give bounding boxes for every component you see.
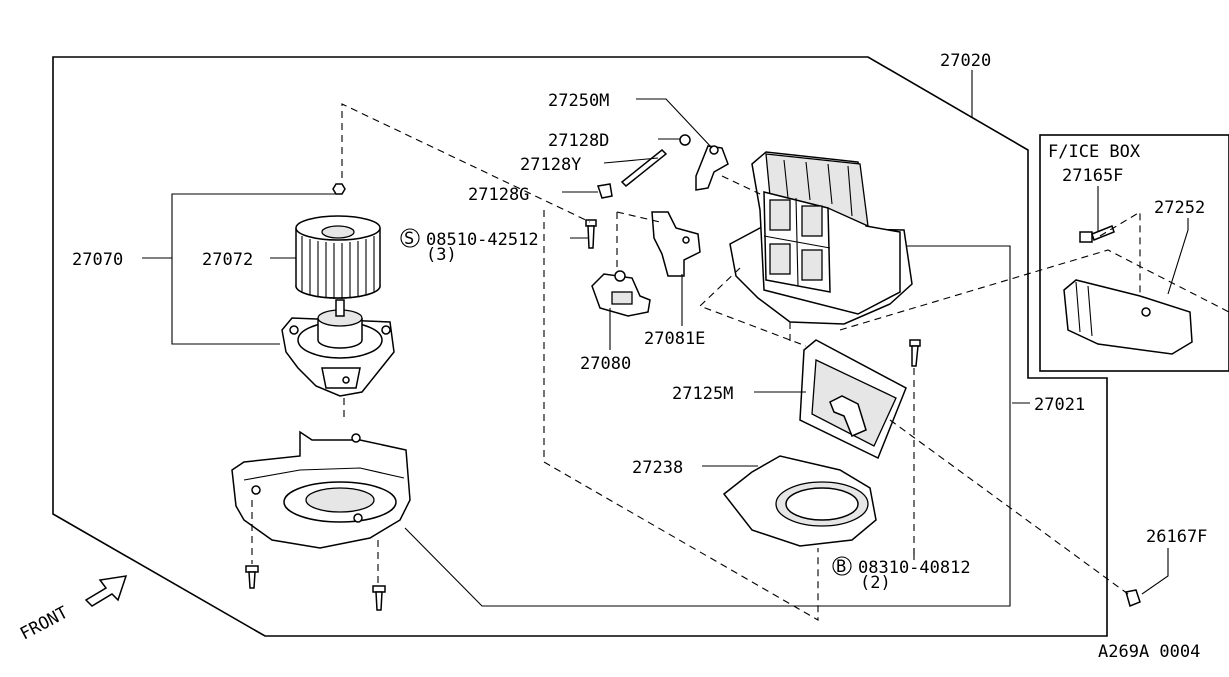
callout-27072: 27072 bbox=[202, 250, 253, 270]
callout-27021: 27021 bbox=[1034, 395, 1085, 415]
callout-08310: 08310-40812 bbox=[858, 558, 971, 578]
callout-08310-prefix: B bbox=[836, 557, 846, 577]
figure-code: A269A 0004 bbox=[1098, 642, 1200, 662]
callout-27250m: 27250M bbox=[548, 91, 609, 111]
inset-duct bbox=[1063, 279, 1193, 355]
screw-08510 bbox=[585, 219, 597, 249]
screw-08310 bbox=[909, 339, 921, 367]
leader-27128y bbox=[603, 157, 659, 164]
unit-frame bbox=[404, 245, 1011, 607]
dash-bracket bbox=[616, 211, 661, 223]
callout-08510: 08510-42512 bbox=[426, 230, 539, 250]
intake-unit bbox=[729, 151, 913, 325]
dash-clip-26167f bbox=[889, 419, 1129, 595]
callout-27020: 27020 bbox=[940, 51, 991, 71]
clip-g bbox=[597, 183, 613, 199]
front-arrow bbox=[84, 575, 128, 607]
dash-filter-box bbox=[698, 267, 807, 347]
actuator bbox=[591, 270, 651, 317]
callout-27081e: 27081E bbox=[644, 329, 705, 349]
rod bbox=[620, 148, 668, 188]
screw-right bbox=[372, 585, 386, 611]
bracket bbox=[651, 211, 701, 277]
inset-title: F/ICE BOX bbox=[1048, 142, 1141, 162]
leader-27070 bbox=[142, 193, 336, 259]
clip bbox=[679, 134, 691, 146]
callout-08510-prefix: S bbox=[404, 229, 414, 249]
callout-27238: 27238 bbox=[632, 458, 683, 478]
callout-27252: 27252 bbox=[1154, 198, 1205, 218]
leader-27252 bbox=[1167, 218, 1189, 295]
clip-26167f bbox=[1125, 589, 1141, 608]
s-prefix-circle bbox=[400, 228, 420, 248]
callout-26167f: 26167F bbox=[1146, 527, 1207, 547]
blower-fan bbox=[295, 183, 381, 299]
front-label: FRONT bbox=[17, 603, 72, 645]
callout-27128d: 27128D bbox=[548, 131, 609, 151]
callout-27165f: 27165F bbox=[1062, 166, 1123, 186]
dash-housing bbox=[543, 210, 819, 621]
lower-blower-case bbox=[231, 430, 411, 549]
callout-27128y: 27128Y bbox=[520, 155, 581, 175]
inset-bolt bbox=[1079, 225, 1115, 243]
screw-left bbox=[245, 565, 259, 589]
dash-inset-bolt bbox=[1099, 211, 1141, 296]
dash-fan-axis bbox=[341, 103, 591, 223]
callout-27070: 27070 bbox=[72, 250, 123, 270]
callout-27125m: 27125M bbox=[672, 384, 733, 404]
blower-motor bbox=[281, 299, 395, 397]
callout-08310-qty: (2) bbox=[860, 573, 891, 593]
filter bbox=[799, 339, 907, 460]
dash-inset bbox=[839, 249, 1229, 331]
duct bbox=[722, 455, 877, 547]
leader-27070-b bbox=[171, 258, 280, 345]
callout-08510-qty: (3) bbox=[426, 245, 457, 265]
leader-27250m bbox=[636, 98, 713, 149]
inset-box bbox=[1039, 134, 1229, 372]
callout-27080: 27080 bbox=[580, 354, 631, 374]
callout-27128g: 27128G bbox=[468, 185, 529, 205]
leader-26167f bbox=[1141, 548, 1169, 595]
link-arm bbox=[695, 145, 729, 191]
b-prefix-circle bbox=[832, 556, 852, 576]
assembly-frame bbox=[52, 56, 1108, 637]
